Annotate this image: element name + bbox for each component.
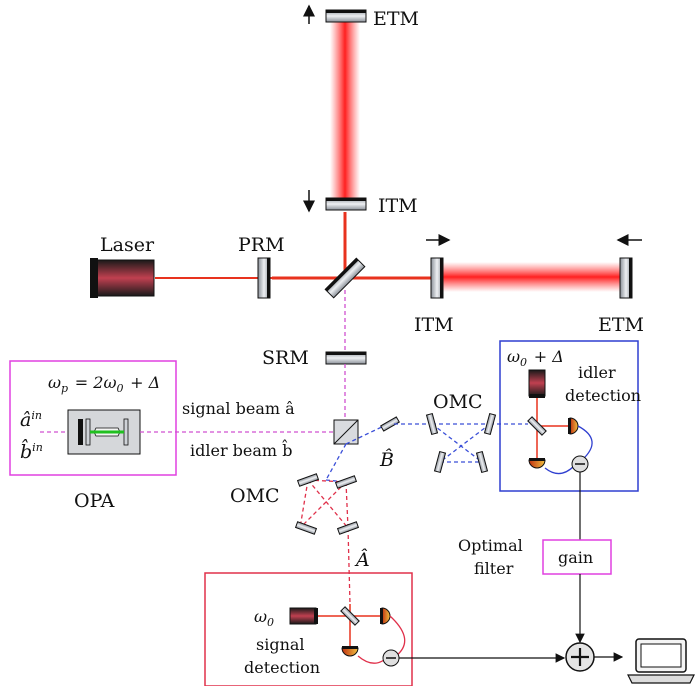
itm-vertical-label: ITM <box>378 195 418 217</box>
omc-left-cavity <box>294 473 360 605</box>
photodetector-icon <box>380 607 391 625</box>
b-in-label: b̂in <box>20 438 45 463</box>
omc-right-label: OMC <box>433 391 483 413</box>
steering-mirror-idler <box>380 416 400 432</box>
omc-left-label: OMC <box>230 485 280 507</box>
idler-beam-label: idler beam b̂ <box>190 440 292 460</box>
gain-box <box>542 539 612 575</box>
idler-bs-icon <box>527 416 547 436</box>
optimal-filter-label-1: Optimal <box>458 536 523 555</box>
photodetector-icon <box>568 417 579 435</box>
photodetector-icon <box>528 458 546 469</box>
signal-detection-box <box>204 572 413 686</box>
etm-top-mirror <box>325 9 367 23</box>
omc-right-cavity <box>394 412 528 474</box>
idler-freq-label: ω0 + Δ <box>507 347 564 369</box>
signal-detection-label-2: detection <box>244 658 320 677</box>
vertical-arm-beam <box>330 22 360 198</box>
computer-icon <box>627 638 695 684</box>
gain-label: gain <box>558 548 593 567</box>
etm-right-label: ETM <box>598 314 644 336</box>
prm-label: PRM <box>238 234 285 256</box>
omega-p-label: ωp = 2ω0 + Δ <box>48 373 160 395</box>
horizontal-arm-beam <box>440 262 620 292</box>
srm-mirror <box>325 351 367 365</box>
optimal-filter-label-2: filter <box>474 559 514 578</box>
etm-right-mirror <box>619 257 633 299</box>
idler-detection-label-1: idler <box>578 363 616 382</box>
srm-label: SRM <box>262 347 309 369</box>
laser-icon <box>90 258 155 298</box>
omega-0-label: ω0 <box>254 607 276 629</box>
beam-splitter-icon <box>324 257 366 299</box>
mixer-icon <box>382 649 400 667</box>
signal-detection-label-1: signal <box>256 635 305 654</box>
laser-icon <box>289 607 318 625</box>
signal-beam-label: signal beam â <box>182 399 295 418</box>
idler-wire <box>544 425 593 475</box>
mixer-icon <box>571 455 589 473</box>
signal-wire <box>357 615 406 664</box>
opa-label: OPA <box>74 490 115 512</box>
photodetector-icon <box>341 646 359 657</box>
idler-detection-label-2: detection <box>565 386 641 405</box>
signal-bs-icon <box>340 606 360 626</box>
a-hat-label: Â <box>354 548 370 571</box>
itm-horizontal-label: ITM <box>414 314 454 336</box>
opa-crystal-icon <box>67 409 141 455</box>
idler-dashed-beam-2 <box>325 443 347 481</box>
sum-icon <box>565 642 595 672</box>
laser-icon <box>528 369 546 398</box>
etm-top-label: ETM <box>373 8 419 30</box>
laser-label: Laser <box>100 234 155 256</box>
itm-vertical-mirror <box>325 197 367 211</box>
a-in-label: âin <box>20 409 44 431</box>
opa-box <box>9 360 177 476</box>
itm-horizontal-mirror <box>430 257 444 299</box>
idler-detection-box <box>499 340 639 492</box>
b-hat-label: B̂ <box>379 449 394 471</box>
prm-mirror <box>257 257 271 299</box>
pbs-cube-icon <box>333 419 359 445</box>
